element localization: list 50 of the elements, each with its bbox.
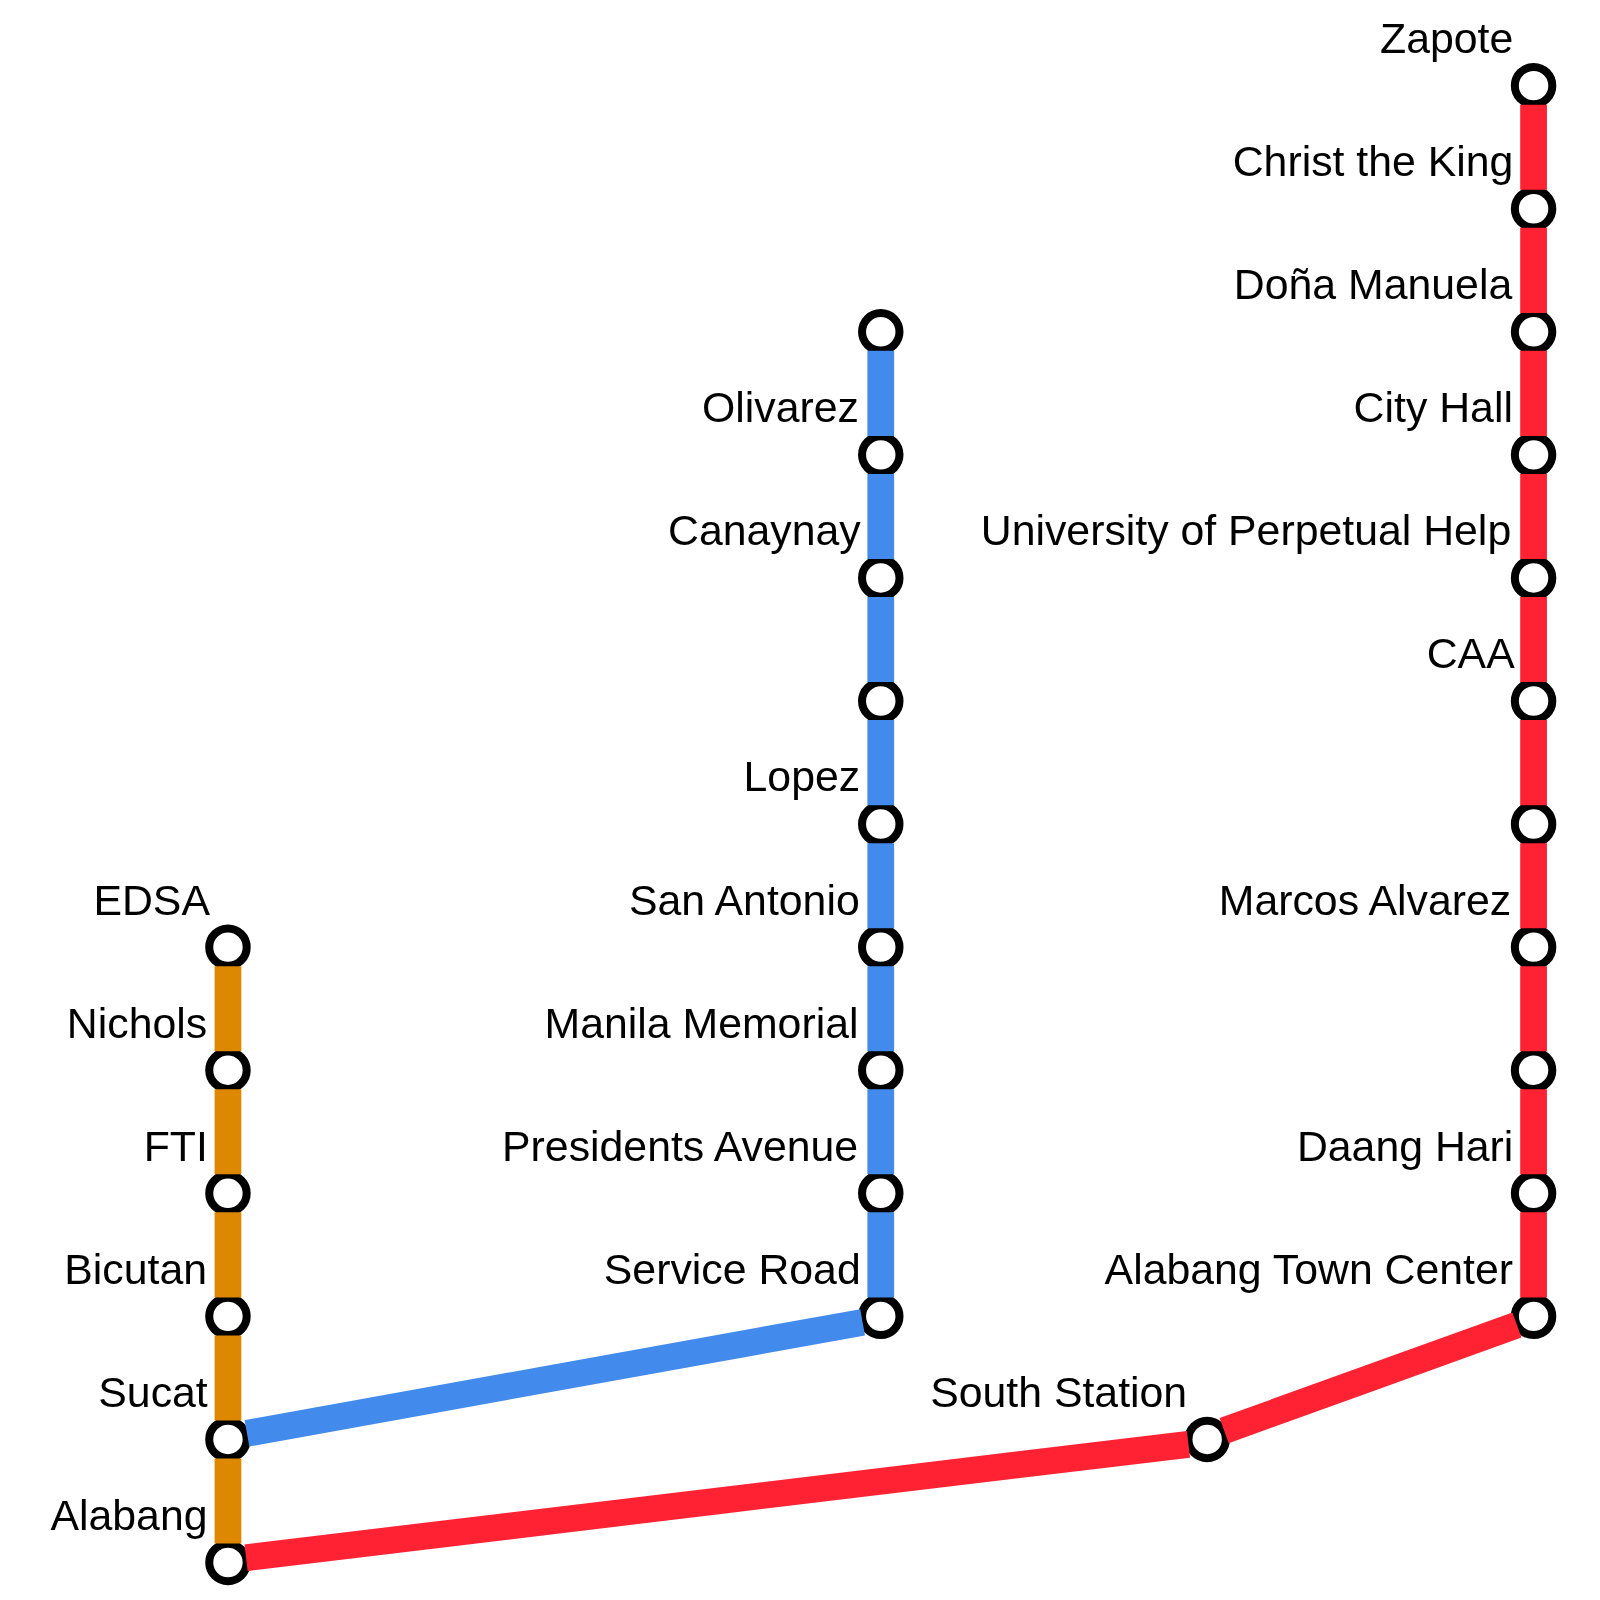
connector bbox=[866, 1212, 894, 1298]
node-label: FTI bbox=[143, 1121, 208, 1170]
connector bbox=[1519, 350, 1547, 436]
node-label: San Antonio bbox=[628, 875, 860, 924]
connector bbox=[866, 597, 894, 683]
node-label: Canaynay bbox=[667, 506, 861, 555]
node-circle bbox=[1183, 1416, 1230, 1463]
node-label: Bicutan bbox=[63, 1244, 207, 1293]
node-label: South Station bbox=[929, 1367, 1187, 1416]
connector bbox=[243, 1431, 1190, 1571]
node-label: CAA bbox=[1426, 629, 1515, 678]
connector bbox=[1519, 104, 1547, 190]
node-label: University of Perpetual Help bbox=[980, 506, 1511, 555]
connector bbox=[866, 473, 894, 559]
connector bbox=[1519, 597, 1547, 683]
node-label: Christ the King bbox=[1232, 137, 1513, 186]
connector bbox=[1519, 1089, 1547, 1175]
connector bbox=[1519, 966, 1547, 1052]
connector bbox=[1519, 843, 1547, 929]
connector bbox=[1219, 1312, 1521, 1444]
node-label: Doña Manuela bbox=[1233, 260, 1512, 309]
node-label: Zapote bbox=[1379, 14, 1513, 63]
connector bbox=[866, 966, 894, 1052]
connector bbox=[1519, 1212, 1547, 1298]
node-label: Marcos Alvarez bbox=[1218, 875, 1511, 924]
node-label: Lopez bbox=[743, 752, 860, 801]
connector bbox=[1519, 227, 1547, 313]
node-label: Alabang bbox=[49, 1490, 207, 1539]
node-label: City Hall bbox=[1353, 383, 1513, 432]
connector bbox=[214, 966, 241, 1052]
connector bbox=[214, 1458, 241, 1544]
node-label: Nichols bbox=[66, 998, 207, 1047]
connector bbox=[214, 1212, 241, 1298]
node-label: Manila Memorial bbox=[544, 998, 858, 1047]
connector bbox=[244, 1309, 865, 1447]
node-label: Daang Hari bbox=[1296, 1121, 1513, 1170]
connector bbox=[1519, 720, 1547, 806]
node-label: Alabang Town Center bbox=[1104, 1244, 1513, 1293]
connector bbox=[866, 350, 894, 436]
node-label: EDSA bbox=[92, 875, 210, 924]
node-label: Service Road bbox=[603, 1244, 861, 1293]
connector bbox=[866, 843, 894, 929]
node-label: Sucat bbox=[97, 1367, 208, 1416]
connector bbox=[866, 720, 894, 806]
node-label: Olivarez bbox=[701, 383, 859, 432]
connector bbox=[1519, 473, 1547, 559]
connector bbox=[214, 1089, 241, 1175]
connector bbox=[866, 1089, 894, 1175]
connector bbox=[214, 1335, 241, 1421]
node-label: Presidents Avenue bbox=[501, 1121, 858, 1170]
